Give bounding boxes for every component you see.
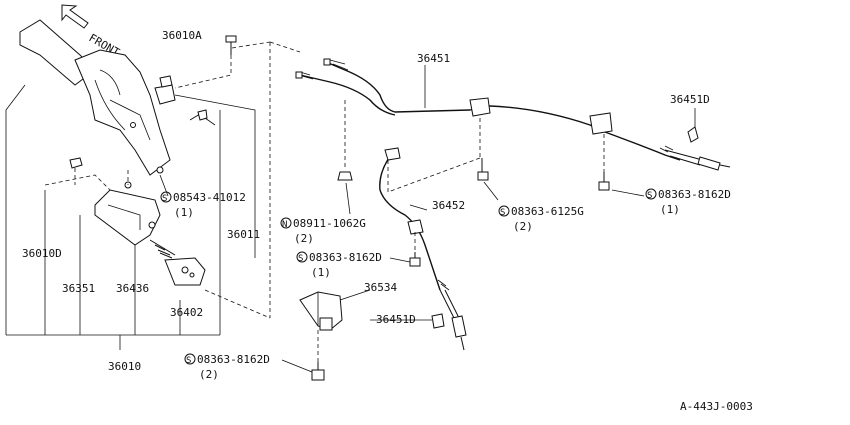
cable-36451 [295, 58, 731, 171]
label-36010d: 36010D [22, 247, 62, 260]
prefix-n: N [282, 220, 287, 230]
part-number-08363-8162d-right: 08363-8162D [658, 188, 731, 201]
prefix-s: S [162, 194, 167, 204]
bolt-08363-6125g [477, 158, 489, 181]
label-36451d-bottom: 36451D [376, 313, 416, 326]
prefix-s: S [298, 254, 303, 264]
prefix-s: S [647, 191, 652, 201]
label-36010a: 36010A [162, 29, 202, 42]
screw-08543 [189, 109, 216, 126]
adjuster-rod [149, 239, 206, 286]
label-36351: 36351 [62, 282, 95, 295]
label-08911-1062g: N 08911-1062G (2) [280, 217, 366, 245]
label-36011: 36011 [227, 228, 260, 241]
bolt-08363-8162d-right [598, 172, 610, 191]
assembly-bracket-36010 [5, 84, 221, 350]
label-08363-8162d-mid: S 08363-8162D (1) [296, 251, 382, 279]
part-number-08363-8162d-mid: 08363-8162D [309, 251, 382, 264]
part-number-08363-8162d-bottom: 08363-8162D [197, 353, 270, 366]
nut-36010d [69, 157, 83, 185]
prefix-s: S [500, 208, 505, 218]
label-08363-8162d-right: S 08363-8162D (1) [645, 188, 731, 216]
lever-handle-cover [19, 19, 171, 176]
qty-08911: (2) [294, 232, 314, 245]
nut-08911 [337, 171, 353, 181]
label-36010: 36010 [108, 360, 141, 373]
clip-block [154, 75, 256, 258]
clip-36451d-bottom [431, 313, 445, 329]
cable-36452 [379, 147, 467, 351]
clip-36451d-top [687, 108, 699, 143]
label-36452: 36452 [432, 199, 465, 212]
qty-08363-8162d-bottom: (2) [199, 368, 219, 381]
label-08363-6125g: S 08363-6125G (2) [498, 205, 584, 233]
label-36534: 36534 [364, 281, 397, 294]
bolt-08363-8162d-bottom [311, 362, 325, 381]
qty-08363-8162d-mid: (1) [311, 266, 331, 279]
bracket-36534 [299, 291, 343, 362]
part-number-08543: 08543-41012 [173, 191, 246, 204]
qty-08363-8162d-right: (1) [660, 203, 680, 216]
bolt-08363-8162d-mid [409, 252, 421, 267]
part-number-08911: 08911-1062G [293, 217, 366, 230]
label-08363-8162d-bottom: S 08363-8162D (2) [184, 353, 270, 381]
label-36451: 36451 [417, 52, 450, 65]
label-36451d-top: 36451D [670, 93, 710, 106]
bolt-36010a [174, 35, 237, 89]
cable-dashed-guides [344, 100, 605, 252]
lever-base-bracket [44, 170, 161, 246]
assembly-boundary [204, 41, 301, 319]
label-08543-41012: S 08543-41012 (1) [160, 191, 246, 219]
part-number-08363-6125g: 08363-6125G [511, 205, 584, 218]
qty-08543: (1) [174, 206, 194, 219]
label-36436: 36436 [116, 282, 149, 295]
prefix-s: S [186, 356, 191, 366]
label-36402: 36402 [170, 306, 203, 319]
diagram-code: A-443J-0003 [680, 400, 753, 413]
qty-08363-6125g: (2) [513, 220, 533, 233]
